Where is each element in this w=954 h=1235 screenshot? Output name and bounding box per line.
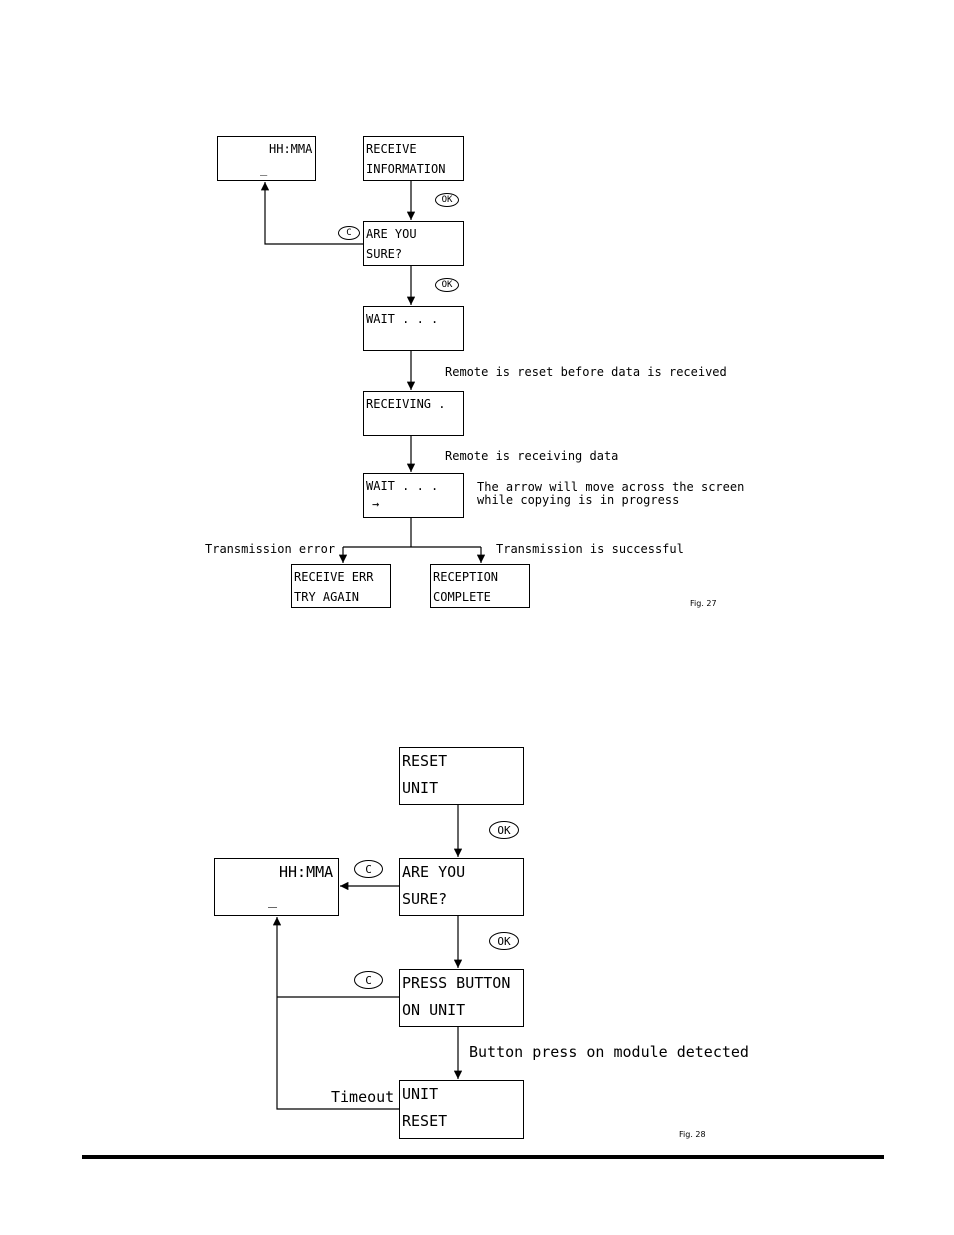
screen-line-2: SURE? <box>402 890 448 908</box>
screen-line-1: RESET <box>402 752 448 770</box>
cancel-button-icon: C <box>338 226 360 240</box>
screen-line-2: INFORMATION <box>366 162 446 176</box>
note-transmission-error: Transmission error <box>205 542 336 556</box>
cancel-button-icon: C <box>354 860 383 878</box>
screen-receive-information: RECEIVE INFORMATION <box>363 136 464 181</box>
screen-line-1: ARE YOU <box>402 863 466 881</box>
screen-line-1: RECEPTION <box>433 570 499 584</box>
screen-are-you-sure: ARE YOU SURE? <box>363 221 464 266</box>
screen-unit-reset: UNIT RESET <box>399 1080 524 1139</box>
screen-clock: HH:MMA _ <box>214 858 339 916</box>
screen-clock: HH:MMA _ <box>217 136 316 181</box>
cancel-button-icon: C <box>354 971 383 989</box>
screen-line-2: _ <box>260 162 268 176</box>
ok-button-icon: OK <box>435 193 459 207</box>
note-arrow-line-1: The arrow will move across the screen <box>477 480 745 494</box>
figure-caption: Fig. 27 <box>690 599 717 608</box>
screen-line-1: RECEIVE <box>366 142 417 156</box>
screen-line-2: ON UNIT <box>402 1001 466 1019</box>
screen-line-2: _ <box>268 890 278 908</box>
arrow-sure-cancel-to-clock <box>260 182 364 245</box>
note-button-press-detected: Button press on module detected <box>469 1043 749 1061</box>
screen-press-button: PRESS BUTTON ON UNIT <box>399 969 524 1027</box>
progress-arrow: → <box>372 497 380 511</box>
screen-are-you-sure: ARE YOU SURE? <box>399 858 524 916</box>
figure-caption: Fig. 28 <box>679 1130 706 1139</box>
screen-wait-arrow: WAIT . . . → <box>363 473 464 518</box>
screen-line-1: PRESS BUTTON <box>402 974 511 992</box>
screen-receive-error: RECEIVE ERR TRY AGAIN <box>291 564 391 608</box>
screen-reception-complete: RECEPTION COMPLETE <box>430 564 530 608</box>
screen-line-1: HH:MMA <box>269 142 313 156</box>
screen-line-1: WAIT . . . <box>366 312 439 326</box>
note-arrow-line-2: while copying is in progress <box>477 493 680 507</box>
screen-line-1: ARE YOU <box>366 227 417 241</box>
screen-line-2: UNIT <box>402 779 439 797</box>
screen-receiving: RECEIVING . <box>363 391 464 436</box>
ok-button-icon: OK <box>489 821 519 839</box>
screen-line-1: WAIT . . . <box>366 479 439 493</box>
note-reset-before-receive: Remote is reset before data is received <box>445 365 727 379</box>
note-timeout: Timeout <box>331 1088 395 1106</box>
screen-line-2: COMPLETE <box>433 590 491 604</box>
ok-button-icon: OK <box>489 932 519 950</box>
ok-button-icon: OK <box>435 278 459 292</box>
note-transmission-success: Transmission is successful <box>496 542 684 556</box>
screen-wait: WAIT . . . <box>363 306 464 351</box>
screen-line-1: RECEIVE ERR <box>294 570 374 584</box>
arrow-timeout-to-clock <box>272 917 399 1110</box>
note-receiving-data: Remote is receiving data <box>445 449 619 463</box>
page-footer-rule <box>82 1155 884 1159</box>
screen-line-1: RECEIVING . <box>366 397 446 411</box>
screen-line-2: TRY AGAIN <box>294 590 360 604</box>
screen-reset-unit: RESET UNIT <box>399 747 524 805</box>
screen-line-1: HH:MMA <box>279 863 334 881</box>
screen-line-1: UNIT <box>402 1085 439 1103</box>
screen-line-2: RESET <box>402 1112 448 1130</box>
screen-line-2: SURE? <box>366 247 403 261</box>
